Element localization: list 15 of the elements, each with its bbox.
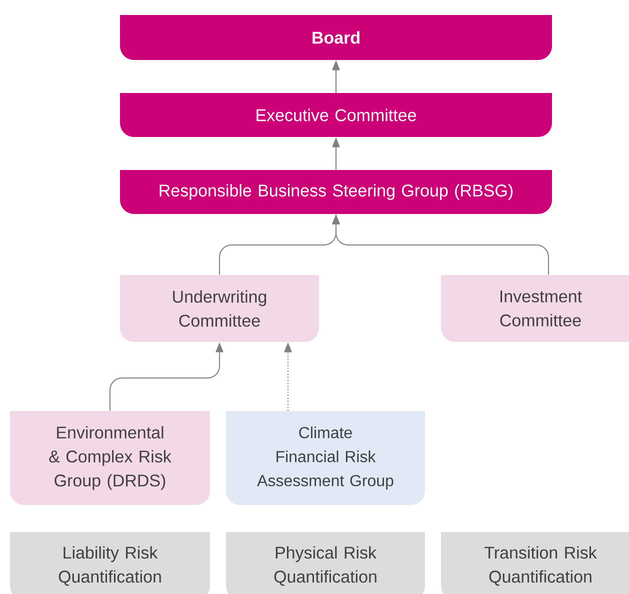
arrow [332, 137, 340, 170]
org-box: Climate Financial Risk Assessment Group [226, 411, 425, 505]
org-box: Investment Committee [441, 275, 629, 342]
org-box: Executive Committee [120, 93, 552, 137]
org-box: Liability Risk Quantification [10, 532, 210, 594]
org-box: Board [120, 15, 552, 60]
org-box: Physical Risk Quantification [226, 532, 425, 594]
arrow [332, 60, 340, 94]
org-box: Underwriting Committee [120, 275, 319, 342]
arrow [110, 342, 224, 412]
org-box: Responsible Business Steering Group (RBSG) [120, 170, 552, 214]
arrow [332, 214, 549, 276]
org-box: Environmental & Complex Risk Group (DRDS) [10, 411, 210, 505]
arrow [284, 342, 292, 411]
org-box: Transition Risk Quantification [441, 532, 629, 594]
